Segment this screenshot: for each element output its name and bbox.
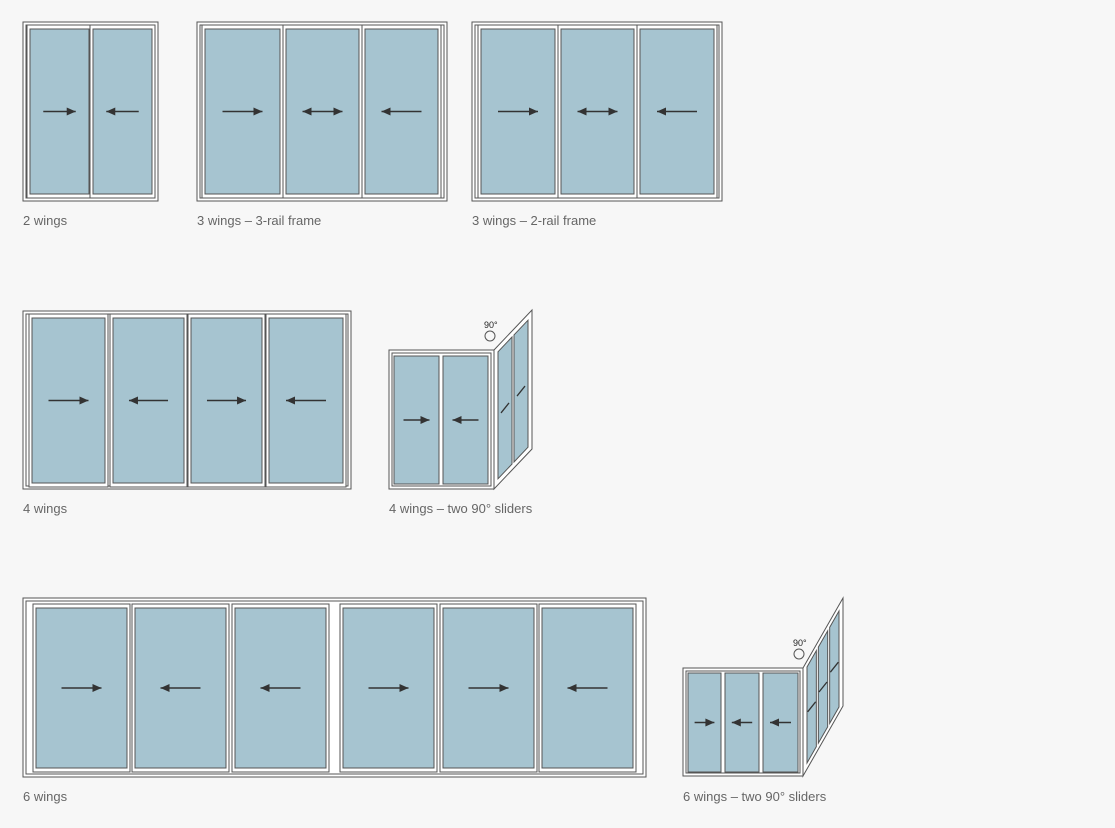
diagram-label: 6 wings – two 90° sliders bbox=[683, 789, 827, 804]
arrow-left-icon bbox=[381, 107, 422, 116]
arrow-right-icon bbox=[368, 684, 409, 692]
arrow-right-icon bbox=[61, 684, 102, 692]
arrow-left-icon bbox=[106, 107, 139, 116]
diagram-label: 6 wings bbox=[23, 789, 68, 804]
arrow-left-icon bbox=[286, 396, 326, 405]
arrow-left-icon bbox=[452, 416, 479, 424]
angled-arrow-icon bbox=[807, 701, 817, 713]
arrow-both-icon bbox=[577, 107, 618, 116]
arrow-right-icon bbox=[403, 416, 430, 424]
angled-arrow-icon bbox=[500, 402, 510, 414]
rotation-icon bbox=[484, 330, 496, 342]
diagram-label: 4 wings bbox=[23, 501, 68, 516]
arrow-right-icon bbox=[468, 684, 509, 692]
arrow-right-icon bbox=[43, 107, 76, 116]
arrow-right-icon bbox=[694, 718, 715, 727]
angled-arrow-icon bbox=[516, 385, 526, 397]
angled-arrow-icon bbox=[818, 681, 828, 693]
rotation-icon bbox=[793, 648, 805, 660]
arrow-left-icon bbox=[770, 718, 791, 727]
diagram-label: 3 wings – 2-rail frame bbox=[472, 213, 597, 228]
angle-label: 90° bbox=[484, 320, 498, 330]
arrow-right-icon bbox=[498, 107, 538, 116]
diagram-label: 2 wings bbox=[23, 213, 68, 228]
arrow-right-icon bbox=[48, 396, 89, 405]
arrow-left-icon bbox=[160, 684, 201, 692]
arrow-right-icon bbox=[206, 396, 247, 405]
angle-label: 90° bbox=[793, 638, 807, 648]
arrow-left-icon bbox=[567, 684, 608, 692]
arrow-both-icon bbox=[302, 107, 343, 116]
arrow-left-icon bbox=[128, 396, 169, 405]
arrow-left-icon bbox=[731, 718, 753, 727]
diagram-label: 4 wings – two 90° sliders bbox=[389, 501, 533, 516]
diagram-label: 3 wings – 3-rail frame bbox=[197, 213, 322, 228]
arrow-left-icon bbox=[260, 684, 301, 692]
arrow-right-icon bbox=[222, 107, 263, 116]
angled-arrow-icon bbox=[829, 661, 839, 673]
arrow-left-icon bbox=[657, 107, 697, 116]
